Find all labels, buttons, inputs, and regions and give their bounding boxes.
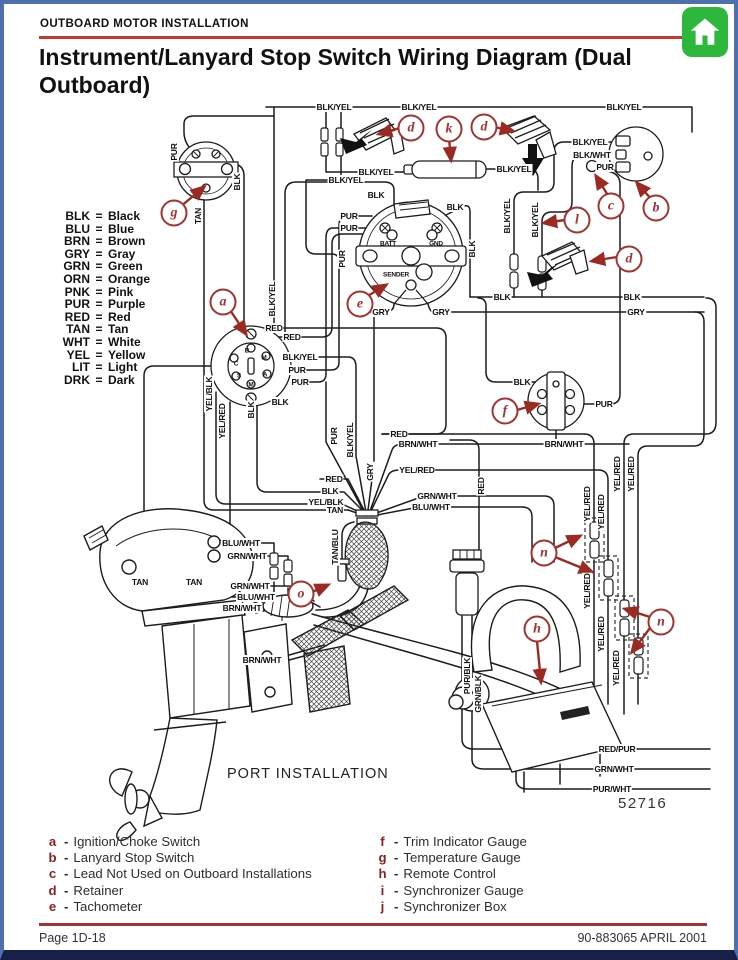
- port-installation-label: PORT INSTALLATION: [227, 766, 389, 782]
- footer-doc-number: 90-883065 APRIL 2001: [577, 931, 707, 945]
- header-rule: [39, 36, 707, 39]
- color-legend-row: GRN=Green: [63, 259, 143, 274]
- color-legend-row: PNK=Pink: [64, 284, 134, 299]
- footer-rule: [39, 923, 707, 926]
- legend-item-j: j-Synchronizer Box: [380, 898, 507, 914]
- legend-item-e: e-Tachometer: [48, 898, 143, 914]
- cable-joint-drawing: [449, 549, 485, 616]
- harness-connector-drawing: [334, 509, 389, 590]
- legend-item-g: g-Temperature Gauge: [378, 850, 521, 866]
- legend-item-c: c-Lead Not Used on Outboard Installation…: [48, 866, 312, 882]
- color-legend-row: WHT=White: [62, 334, 141, 349]
- home-button[interactable]: [682, 7, 728, 57]
- home-icon: [690, 18, 720, 45]
- ignition-switch-drawing: [210, 325, 292, 407]
- color-legend-row: BLU=Blue: [65, 221, 135, 236]
- tachometer-drawing: [355, 199, 467, 307]
- outboard-motor-drawing: [83, 508, 410, 842]
- trim-gauge-drawing: [527, 371, 585, 431]
- legend-item-h: h-Remote Control: [378, 866, 496, 882]
- footer: Page 1D-18 90-883065 APRIL 2001: [39, 931, 707, 945]
- color-legend-row: PUR=Purple: [64, 297, 146, 312]
- color-legend-row: GRY=Gray: [64, 246, 136, 261]
- color-legend-row: LIT=Light: [72, 360, 138, 375]
- legend-item-i: i-Synchronizer Gauge: [380, 882, 524, 898]
- footer-page-number: Page 1D-18: [39, 931, 106, 945]
- page-title: Instrument/Lanyard Stop Switch Wiring Di…: [39, 44, 632, 98]
- black-arrows: [340, 130, 558, 287]
- wiring-diagram-artwork: [83, 106, 717, 842]
- temperature-gauge-drawing: [173, 141, 239, 201]
- figure-number: 52716: [618, 795, 668, 812]
- color-legend-row: DRK=Dark: [64, 372, 135, 387]
- legend-item-a: a-Ignition/Choke Switch: [48, 834, 201, 849]
- color-legend-row: BLK=Black: [65, 209, 141, 223]
- color-legend-row: YEL=Yellow: [66, 347, 146, 362]
- cylinder-k-drawing: [403, 160, 487, 179]
- legend-item-f: f-Trim Indicator Gauge: [380, 834, 527, 849]
- legend-item-b: b-Lanyard Stop Switch: [48, 850, 195, 866]
- color-legend-row: ORN=Orange: [63, 271, 151, 286]
- harness-plug-drawing: [253, 594, 314, 618]
- color-legend-row: BRN=Brown: [64, 234, 146, 249]
- color-legend-row: RED=Red: [64, 309, 131, 324]
- section-header: OUTBOARD MOTOR INSTALLATION: [40, 18, 249, 30]
- color-legend-row: TAN=Tan: [66, 322, 129, 337]
- lanyard-switch-drawing: [585, 126, 664, 182]
- legend-item-d: d-Retainer: [48, 882, 124, 898]
